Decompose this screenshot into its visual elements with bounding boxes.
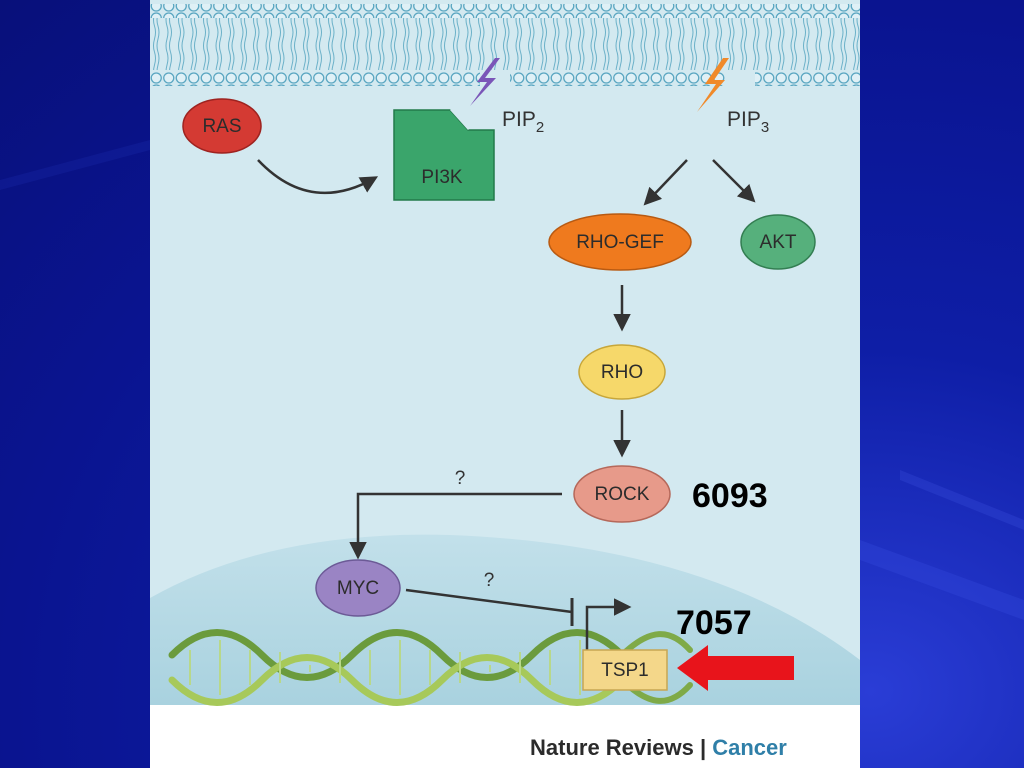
tsp1-label: TSP1 [601, 660, 649, 681]
pip2-label: PIP2 [502, 108, 544, 136]
node-rock: ROCK [573, 465, 671, 523]
pip3-label: PIP3 [727, 108, 769, 136]
ras-to-pi3k-arrow [257, 159, 379, 195]
pathway-diagram: ? ? RAS PI3K PIP2 PIP3 RHO-GEF AKT [150, 0, 860, 706]
node-ras: RAS [182, 98, 262, 154]
credit-separator: | [693, 735, 713, 760]
myc-inhibits-tsp1-line [405, 588, 573, 614]
node-tsp1: TSP1 [582, 649, 668, 691]
node-myc: MYC [315, 559, 401, 617]
highlight-arrow-icon [677, 645, 794, 691]
rock-label: ROCK [595, 484, 650, 505]
uncertain-mark-rock-myc: ? [455, 468, 466, 489]
ras-label: RAS [202, 116, 241, 137]
uncertain-mark-myc-tsp1: ? [484, 570, 495, 591]
node-akt: AKT [740, 214, 816, 270]
node-rho: RHO [578, 344, 666, 400]
node-pi3k: PI3K [393, 100, 495, 201]
pip3-to-rhogef-arrow [643, 159, 688, 206]
pip3-to-akt-arrow [712, 159, 756, 203]
pip2-bolt-icon [470, 58, 500, 106]
pi3k-label: PI3K [421, 167, 463, 188]
tsp1-transcription-arrow [585, 598, 632, 650]
rock-id-annotation: 6093 [692, 477, 768, 515]
credit-journal: Cancer [712, 735, 787, 760]
credit-publisher: Nature Reviews [530, 735, 694, 760]
figure-panel: ? ? RAS PI3K PIP2 PIP3 RHO-GEF AKT [150, 0, 860, 768]
akt-label: AKT [760, 232, 797, 253]
rho-label: RHO [601, 362, 643, 383]
figure-credit: Nature Reviews | Cancer [530, 735, 787, 761]
dna-helix [168, 629, 693, 706]
cell-membrane [150, 4, 860, 86]
tsp1-id-annotation: 7057 [676, 604, 752, 642]
node-rho-gef: RHO-GEF [548, 213, 692, 271]
myc-label: MYC [337, 578, 379, 599]
rock-to-myc-arrow [349, 492, 562, 560]
rho-gef-label: RHO-GEF [576, 232, 664, 253]
